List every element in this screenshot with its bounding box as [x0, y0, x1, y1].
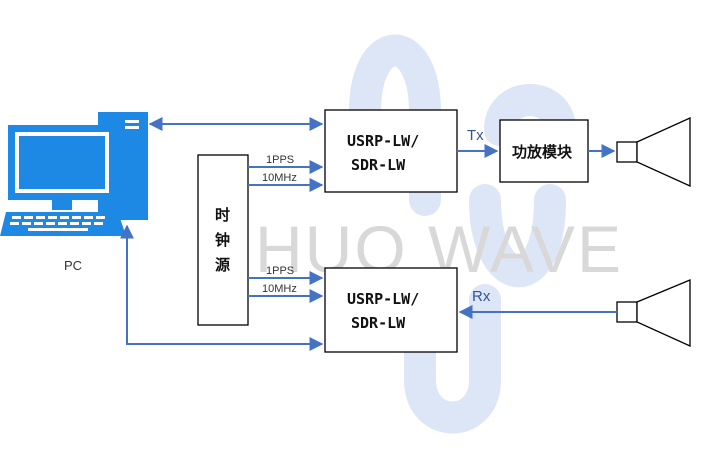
- tx-10mhz-label: 10MHz: [262, 172, 297, 184]
- tx-usrp-box: [324, 109, 458, 193]
- watermark-wave-shape: [349, 34, 576, 434]
- desktop-computer-icon: [0, 112, 148, 236]
- rx-pps-label: 1PPS: [266, 265, 294, 277]
- clock-label-2: 钟: [215, 231, 230, 249]
- clock-label-1: 时: [215, 206, 230, 224]
- watermark: HUO WAVE: [255, 34, 621, 434]
- tx-horn-antenna-icon: [616, 116, 691, 188]
- rx-usrp-line1: USRP-LW/: [347, 290, 419, 308]
- amplifier-label: 功放模块: [512, 143, 573, 161]
- tx-usrp-line2: SDR-LW: [351, 156, 406, 174]
- rx-label: Rx: [472, 288, 491, 305]
- rx-usrp-box: [324, 267, 458, 353]
- rx-10mhz-label: 10MHz: [262, 283, 297, 295]
- rx-usrp-line2: SDR-LW: [351, 314, 406, 332]
- tx-pps-label: 1PPS: [266, 154, 294, 166]
- amplifier-box: [499, 119, 589, 183]
- rx-horn-antenna-icon: [616, 279, 691, 348]
- pc-to-rx-usrp-line: [120, 224, 324, 351]
- tx-usrp-line1: USRP-LW/: [347, 132, 419, 150]
- pc-label: PC: [64, 258, 82, 273]
- tx-label: Tx: [467, 127, 484, 144]
- clock-label-3: 源: [215, 256, 230, 274]
